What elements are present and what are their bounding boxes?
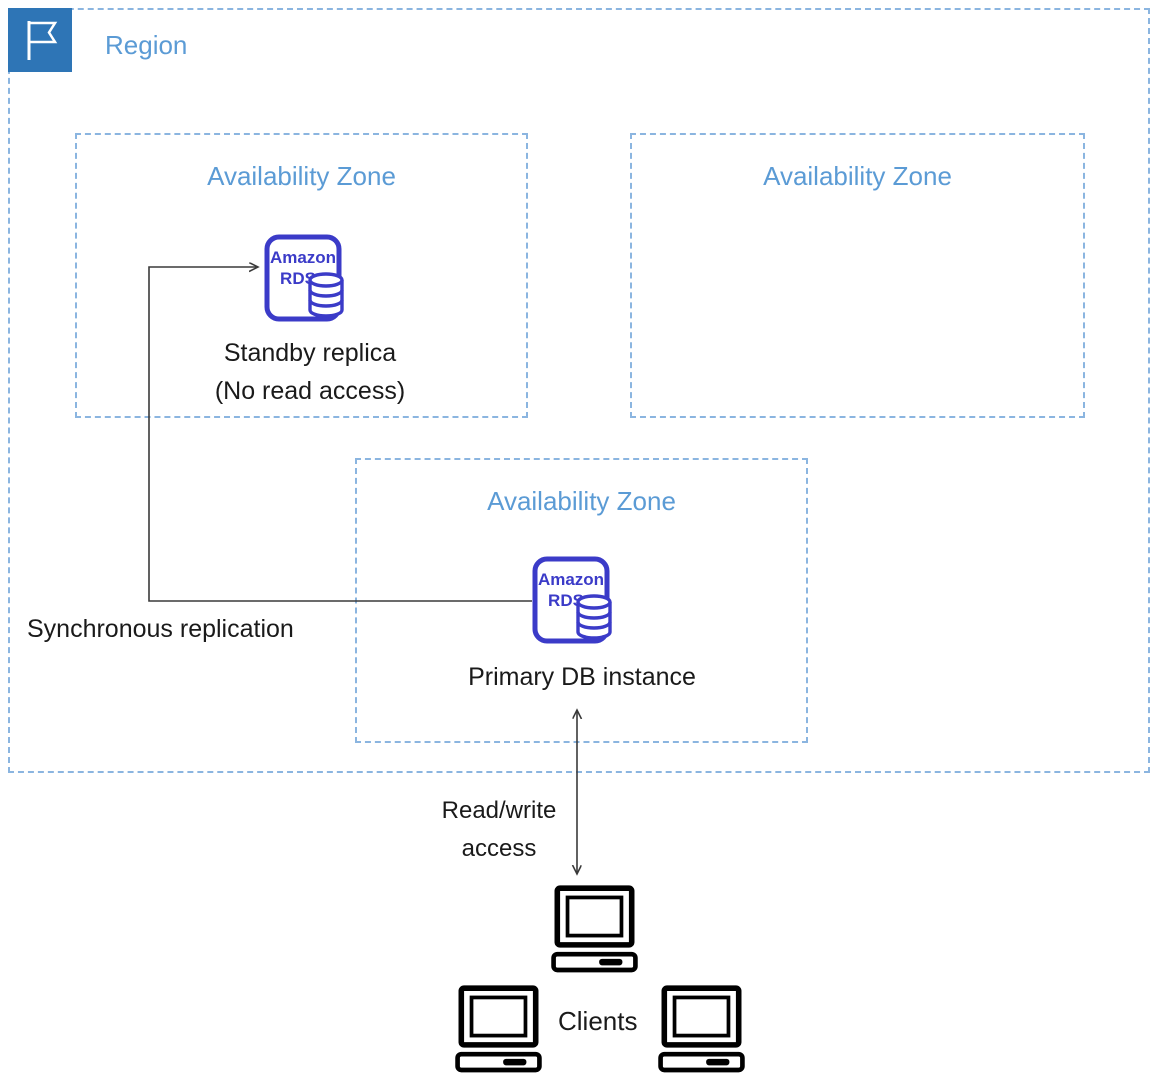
region-label: Region — [105, 30, 188, 60]
rds-icon-text-rds: RDS — [548, 591, 584, 610]
clients-label: Clients — [558, 1006, 638, 1036]
amazon-rds-standby-icon: Amazon RDS — [264, 234, 352, 322]
availability-zone-box-2: Availability Zone — [630, 133, 1085, 418]
standby-replica-label: Standby replica (No read access) — [214, 339, 406, 405]
read-write-access-label: Read/write access — [441, 797, 557, 862]
availability-zone-label-3: Availability Zone — [487, 486, 676, 516]
client-monitor-icon-top — [548, 884, 641, 976]
rds-icon-text-amazon: Amazon — [538, 570, 604, 589]
primary-db-instance-label: Primary DB instance — [468, 663, 696, 691]
client-monitor-icon-left — [452, 984, 545, 1076]
rds-icon-text-amazon: Amazon — [270, 248, 336, 267]
availability-zone-label-2: Availability Zone — [763, 161, 952, 191]
region-flag-icon — [8, 8, 72, 72]
synchronous-replication-label: Synchronous replication — [27, 615, 294, 643]
availability-zone-label-1: Availability Zone — [207, 161, 396, 191]
amazon-rds-primary-icon: Amazon RDS — [532, 556, 620, 644]
rds-icon-text-rds: RDS — [280, 269, 316, 288]
client-monitor-icon-right — [655, 984, 748, 1076]
